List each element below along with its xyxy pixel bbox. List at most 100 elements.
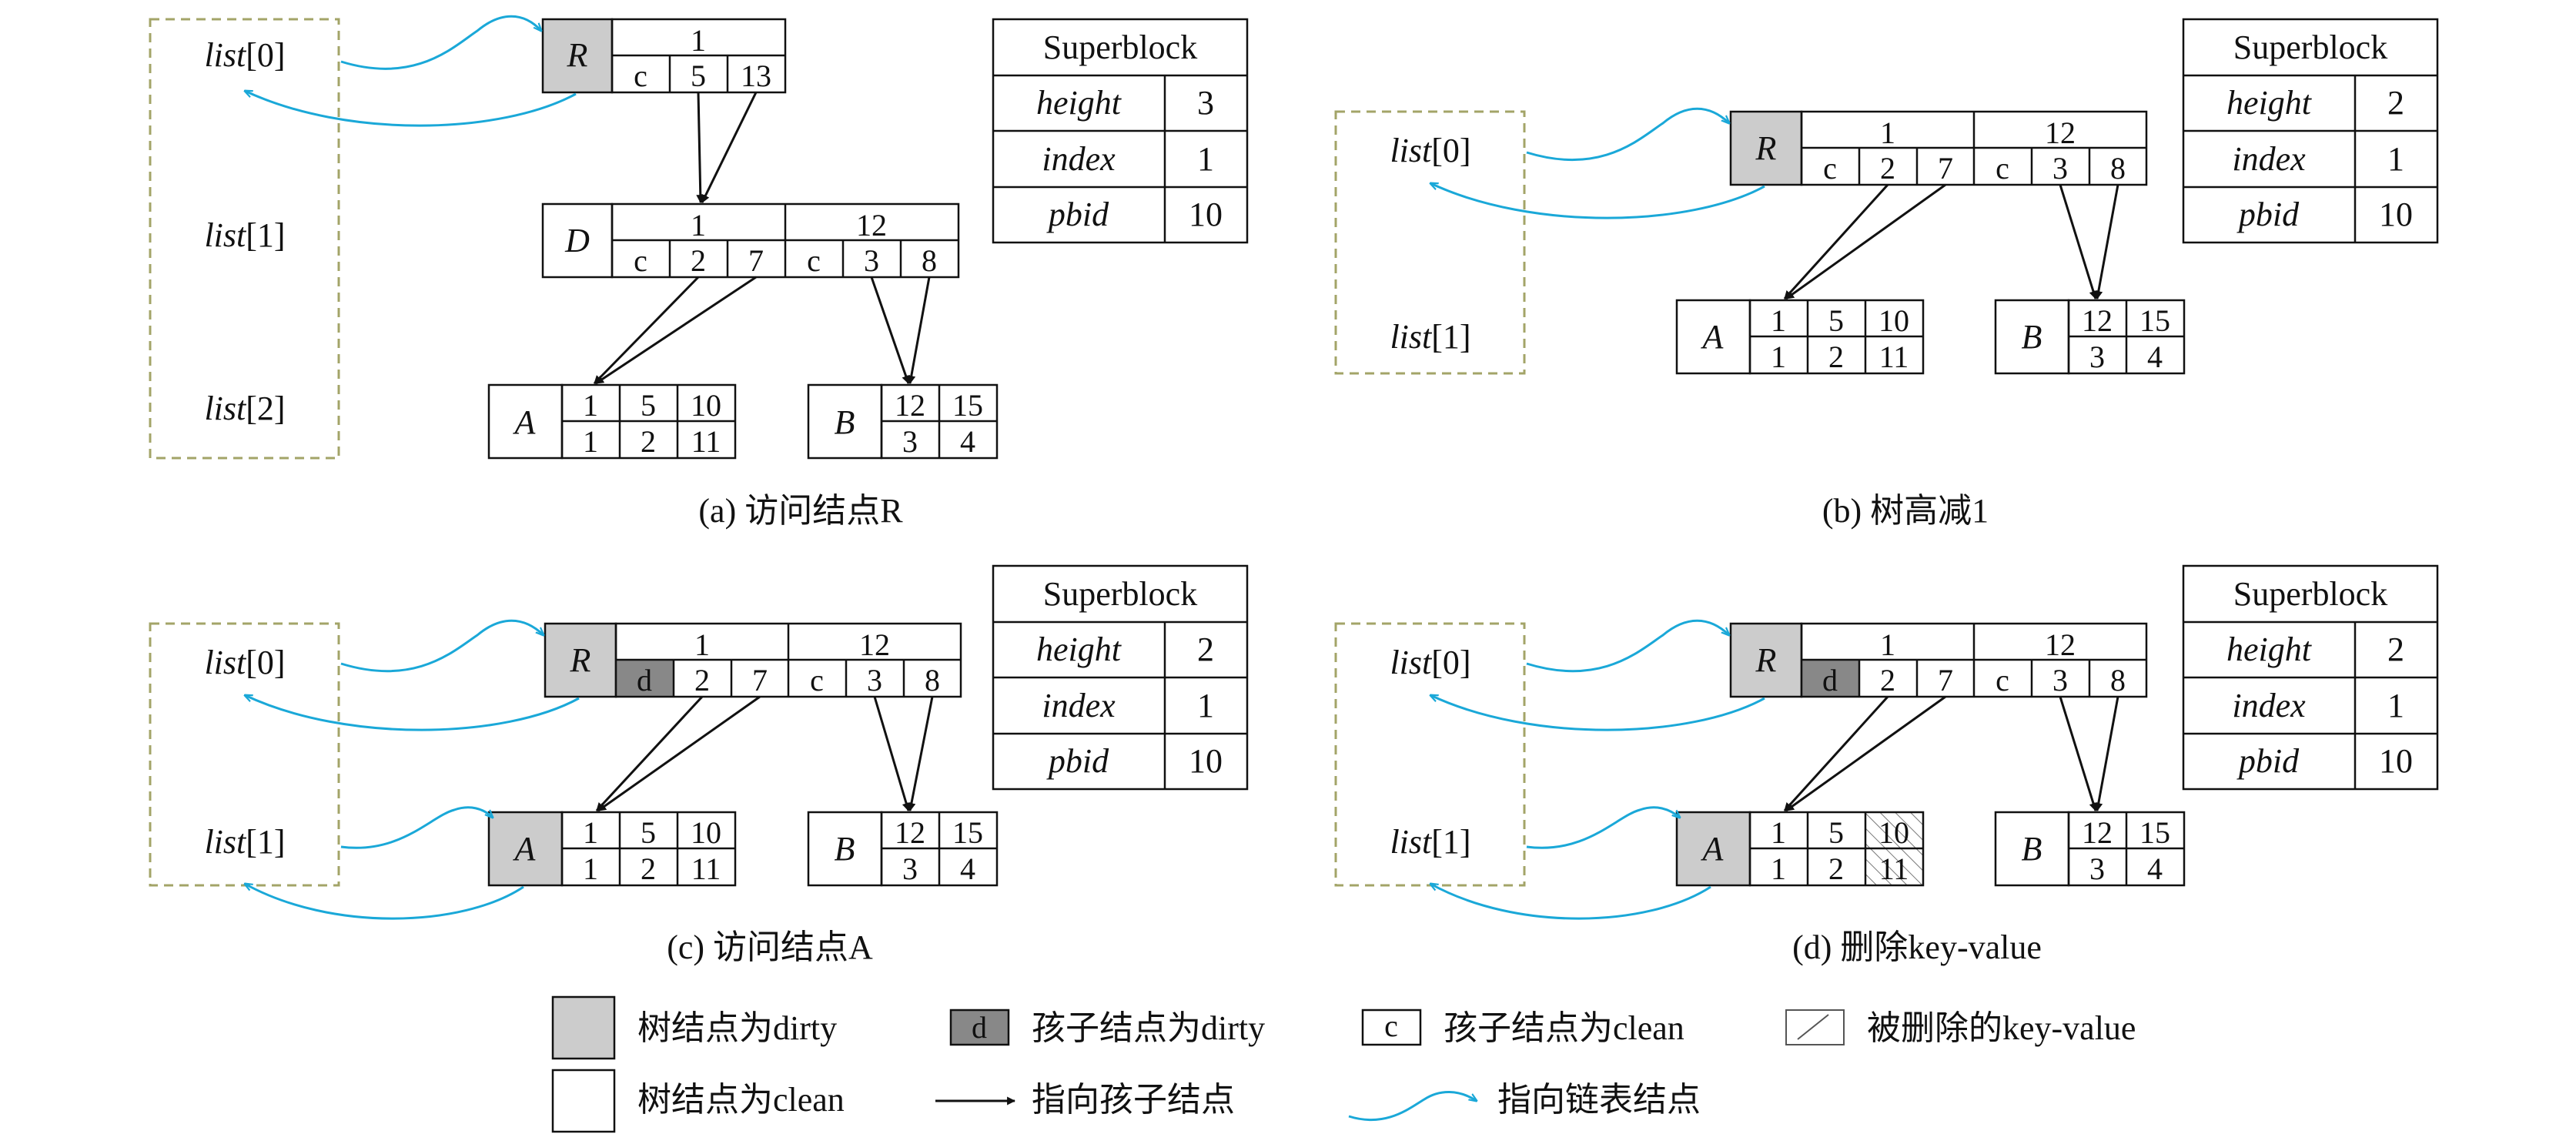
superblock-title: Superblock — [2233, 28, 2387, 66]
node-name: A — [1701, 318, 1725, 356]
child-arrow — [1785, 183, 1946, 300]
legend-clean-child-swatch — [1361, 1009, 1422, 1046]
leaf-value: 11 — [1879, 340, 1909, 374]
node-key: 12 — [2045, 627, 2076, 662]
node-name: R — [1755, 641, 1777, 679]
root-node: R 1 12 c 2 7 c 3 8 — [1729, 110, 2148, 186]
leaf-key: 5 — [1828, 815, 1844, 850]
leaf-value: 2 — [1828, 851, 1844, 886]
leaf-value: 1 — [1771, 851, 1786, 886]
dirty-child-cell — [616, 660, 674, 697]
list-arrow — [1526, 107, 1729, 161]
leaf-value: 2 — [1828, 340, 1844, 374]
leaf-node-a: A 1 5 10 1 2 11 — [1675, 299, 1925, 375]
leaf-value: 1 — [583, 424, 598, 459]
node-key: 1 — [691, 208, 706, 243]
superblock-value: 2 — [2387, 84, 2404, 122]
superblock-value: 10 — [2379, 742, 2413, 780]
panel-caption: (c) 访问结点A — [667, 928, 873, 966]
list-arrow — [340, 806, 493, 849]
node-name: A — [513, 403, 537, 441]
leaf-key: 12 — [2082, 815, 2113, 850]
child-arrow — [907, 696, 934, 812]
leaf-value: 4 — [960, 851, 975, 886]
superblock-value: 1 — [1197, 140, 1214, 178]
child-arrow — [1783, 695, 1889, 812]
child-arrow — [907, 276, 931, 385]
list-label: list[1] — [1390, 823, 1470, 861]
leaf-key: 1 — [583, 815, 598, 850]
child-cell: 5 — [691, 59, 706, 93]
node-key: 1 — [1880, 115, 1895, 150]
superblock-field: pbid — [1046, 196, 1109, 233]
node-name: B — [835, 830, 855, 868]
legend-deleted-kv-hatch — [1797, 1014, 1829, 1040]
child-cell: 2 — [1880, 663, 1895, 697]
child-flag: d — [637, 663, 652, 697]
child-arrow — [1785, 695, 1946, 812]
child-flag: c — [634, 243, 647, 278]
leaf-key: 10 — [1878, 815, 1909, 850]
leaf-node-b: B 12 15 3 4 — [1994, 811, 2186, 887]
node-name: R — [1755, 129, 1777, 167]
superblock-field: index — [1042, 687, 1116, 724]
leaf-key: 15 — [952, 815, 983, 850]
legend-dirty-node-swatch — [551, 995, 616, 1060]
superblock-table: Superblock height 3 index 1 pbid 10 — [992, 18, 1249, 244]
leaf-node-a: A 1 5 10 1 2 11 — [1675, 811, 1925, 887]
child-flag: c — [634, 59, 647, 93]
panel-b: list[0] list[1] R 1 12 c 2 7 c 3 8 A — [1334, 18, 2439, 530]
leaf-key: 1 — [1771, 303, 1786, 338]
legend-deleted-kv-label: 被删除的key-value — [1867, 1009, 2136, 1047]
leaf-key: 5 — [641, 815, 656, 850]
child-arrow — [2059, 184, 2098, 300]
child-cell: 13 — [741, 59, 771, 93]
child-cell: 3 — [2052, 151, 2068, 186]
child-cell: 8 — [922, 243, 937, 278]
child-cell: 2 — [694, 663, 710, 697]
root-node: R 1 12 d 2 7 c 3 8 — [1729, 622, 2148, 698]
leaf-key: 10 — [691, 388, 721, 423]
leaf-node-a: A 1 5 10 1 2 11 — [487, 811, 737, 887]
root-node: R 1 c 5 13 — [541, 18, 787, 94]
leaf-value: 11 — [1879, 851, 1909, 886]
list-label: list[1] — [204, 216, 285, 254]
list-box — [1334, 110, 1526, 375]
superblock-title: Superblock — [1043, 28, 1197, 66]
leaf-node-a: A 1 5 10 1 2 11 — [487, 383, 737, 460]
superblock-table: Superblock height 2 index 1 pbid 10 — [2182, 18, 2439, 244]
list-arrow — [340, 619, 544, 673]
superblock-value: 3 — [1197, 84, 1214, 122]
child-cell: 7 — [752, 663, 768, 697]
child-flag: c — [1823, 151, 1837, 186]
superblock-table: Superblock height 2 index 1 pbid 10 — [2182, 564, 2439, 791]
child-cell: 3 — [2052, 663, 2068, 697]
node-key: 1 — [1880, 627, 1895, 662]
legend-list-pointer-arrow — [1348, 1091, 1477, 1122]
node-name: B — [835, 403, 855, 441]
list-label: list[0] — [204, 644, 285, 681]
node-name: A — [1701, 830, 1725, 868]
node-key: 1 — [691, 23, 706, 58]
dirty-child-cell — [1802, 660, 1859, 697]
superblock-field: pbid — [1046, 742, 1109, 780]
leaf-value: 1 — [1771, 340, 1786, 374]
child-cell: 8 — [2110, 663, 2126, 697]
leaf-value: 3 — [902, 424, 918, 459]
leaf-key: 15 — [2139, 815, 2170, 850]
list-arrow — [1526, 619, 1729, 673]
superblock-field: pbid — [2236, 742, 2300, 780]
leaf-key: 5 — [1828, 303, 1844, 338]
legend-clean-node-label: 树结点为clean — [637, 1081, 845, 1119]
leaf-value: 2 — [641, 424, 656, 459]
child-cell: 2 — [1880, 151, 1895, 186]
list-arrow — [1526, 806, 1680, 849]
child-arrow — [593, 276, 700, 385]
panel-d: list[0] list[1] R 1 12 d 2 7 c 3 8 A — [1334, 564, 2439, 966]
node-name: R — [570, 641, 591, 679]
superblock-field: pbid — [2236, 196, 2300, 233]
leaf-node-b: B 12 15 3 4 — [807, 383, 999, 460]
superblock-value: 2 — [2387, 631, 2404, 668]
legend-clean-child-label: 孩子结点为clean — [1444, 1009, 1684, 1047]
list-arrow — [340, 15, 541, 70]
